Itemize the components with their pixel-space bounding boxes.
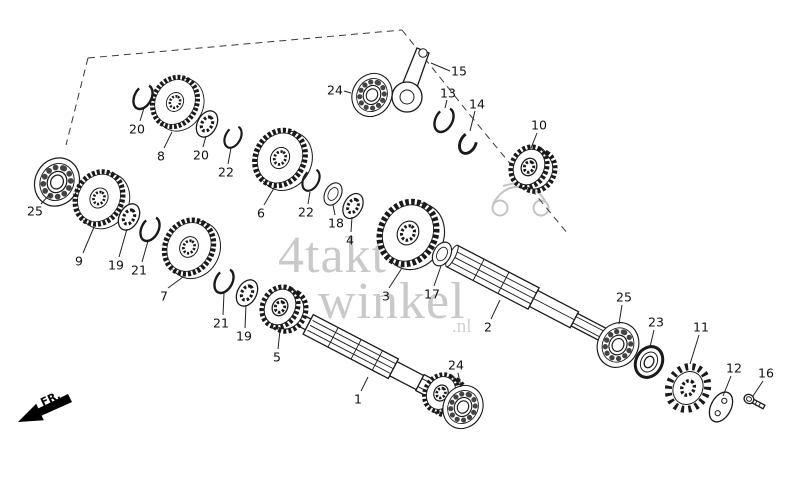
callout-leader-line (118, 228, 128, 258)
part-callout-label: 20 (129, 122, 145, 137)
callout-leader-line (433, 265, 442, 287)
part-callout-label: 1 (354, 392, 362, 407)
callout-leader-line (40, 193, 51, 205)
part-callout-label: 8 (157, 149, 165, 164)
part-19-washer-2 (230, 274, 264, 312)
part-2-countershaft (445, 244, 625, 351)
callout-leader-line (752, 380, 764, 397)
callout-leader-line (649, 329, 655, 348)
callout-leader-line (689, 334, 700, 365)
part-callout-label: 11 (693, 320, 709, 335)
part-callout-label: 3 (382, 289, 390, 304)
part-callout-label: 22 (298, 205, 314, 220)
callout-leader-line (490, 299, 501, 320)
callout-leader-line (163, 131, 173, 149)
part-callout-label: 13 (440, 86, 456, 101)
part-13-circlip (429, 103, 459, 137)
callout-leader-line (343, 90, 352, 94)
callout-leader-line (139, 107, 145, 122)
part-22-circlip-1 (219, 122, 247, 152)
callout-leader-line (332, 204, 336, 216)
part-callout-label: 21 (213, 316, 229, 331)
callout-leader-line (530, 132, 538, 149)
part-callout-label: 25 (27, 204, 43, 219)
callout-leader-line (430, 62, 451, 72)
watermark-tld: .nl (452, 316, 472, 337)
callout-leader-line (444, 99, 448, 109)
callout-leader-line (388, 267, 403, 289)
callout-layer: 20 8 20 22 6 22 184 3 17 2 24 15 13 14 10 25 9 19 21 7 21 19 5… (27, 62, 774, 407)
part-callout-label: 24 (327, 83, 343, 98)
callout-leader-line (360, 376, 369, 392)
part-24-bearing-top (344, 66, 399, 123)
watermark-word-2: winkel (318, 273, 466, 330)
part-6-gear (244, 120, 322, 200)
part-callout-label: 15 (451, 64, 467, 79)
part-callout-label: 7 (160, 289, 168, 304)
part-10-gear (504, 140, 563, 198)
part-18-washer (319, 179, 347, 209)
callout-leader-line (457, 372, 462, 388)
part-callout-label: 21 (131, 263, 147, 278)
part-21-circlip-1 (135, 212, 165, 246)
part-callout-label: 19 (108, 258, 124, 273)
part-callout-label: 22 (218, 165, 234, 180)
part-callout-label: 23 (648, 315, 664, 330)
part-callout-label: 14 (469, 97, 485, 112)
part-callout-label: 18 (328, 216, 344, 231)
part-15-bearing-retainer (391, 47, 430, 113)
part-callout-label: 17 (424, 287, 440, 302)
part-callout-label: 12 (726, 361, 742, 376)
part-21-circlip-2 (209, 264, 239, 298)
callout-leader-line (350, 216, 353, 233)
part-callout-label: 4 (346, 233, 354, 248)
callout-leader-line (222, 292, 225, 316)
callout-leader-line (244, 304, 247, 329)
callout-leader-line (202, 135, 207, 148)
callout-leader-line (277, 329, 281, 350)
callout-leader-line (82, 226, 95, 254)
callout-leader-line (263, 187, 275, 206)
part-callout-label: 9 (75, 254, 83, 269)
callout-leader-line (167, 276, 184, 289)
part-16-bolt (743, 393, 766, 410)
callout-leader-line (722, 375, 732, 397)
part-callout-label: 2 (484, 320, 492, 335)
fr-arrow-icon (18, 394, 72, 422)
part-callout-label: 6 (257, 206, 265, 221)
part-14-clip (454, 128, 482, 158)
part-callout-label: 24 (448, 358, 464, 373)
callout-leader-line (141, 240, 149, 263)
part-7-gear (154, 210, 230, 288)
front-direction-indicator: FR. (18, 389, 72, 422)
part-12-fixing-plate (704, 387, 738, 427)
part-callout-label: 19 (236, 329, 252, 344)
part-callout-label: 20 (193, 148, 209, 163)
part-callout-label: 16 (758, 366, 774, 381)
callout-leader-line (307, 191, 311, 205)
part-callout-label: 5 (273, 350, 281, 365)
part-callout-label: 25 (616, 290, 632, 305)
callout-leader-line (227, 147, 232, 165)
callout-leader-line (469, 110, 476, 132)
watermark-word-1: 4takt (278, 227, 387, 284)
part-callout-label: 10 (531, 118, 547, 133)
part-11-drive-sprocket (661, 360, 715, 417)
callout-leader-line (618, 304, 623, 325)
